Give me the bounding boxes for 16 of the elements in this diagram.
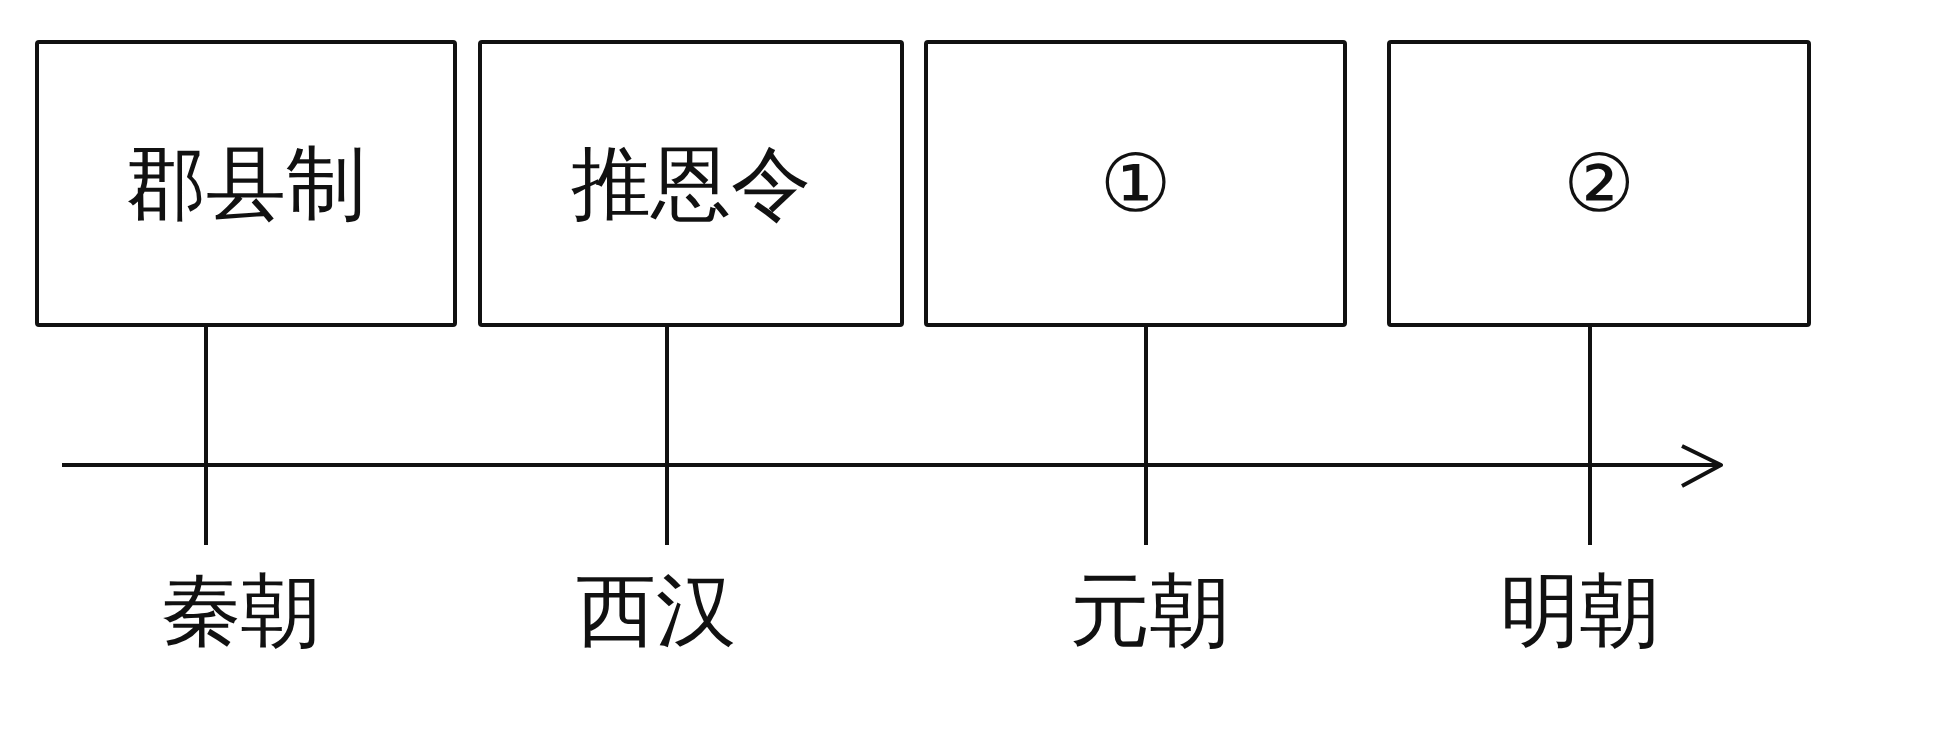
connector-line: [665, 327, 669, 545]
dynasty-text: 元朝: [1070, 567, 1230, 655]
event-box: [1387, 40, 1811, 327]
dynasty-text: 西汉: [576, 567, 736, 655]
policy-text: 推恩令: [571, 139, 811, 228]
policy-text: 郡县制: [126, 139, 366, 228]
policy-text: ①: [1099, 139, 1172, 228]
connector-line: [1144, 327, 1148, 545]
policy-text: ②: [1563, 139, 1635, 228]
event-box: [924, 40, 1347, 327]
dynasty-text: 秦朝: [161, 567, 321, 655]
event-box: [35, 40, 457, 327]
event-box: [478, 40, 904, 327]
dynasty-text: 明朝: [1500, 567, 1660, 655]
connector-line: [204, 327, 208, 545]
connector-line: [1588, 327, 1592, 545]
